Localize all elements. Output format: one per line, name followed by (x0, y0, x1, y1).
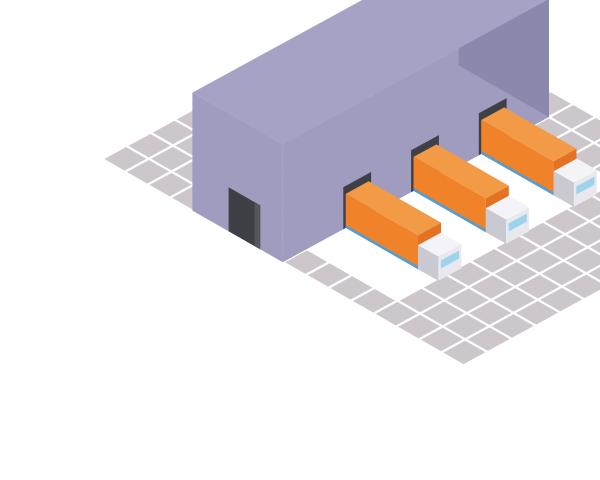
trailer-roof (481, 107, 577, 162)
truck-2 (411, 135, 530, 244)
trailer-stripe (413, 187, 486, 233)
cab-windshield (576, 176, 595, 195)
cab-roof (485, 195, 530, 220)
floor-tile (589, 188, 600, 202)
floor-tile (585, 264, 600, 283)
cab-roof (553, 158, 597, 183)
cab-windshield (440, 250, 459, 269)
trailer-roof (345, 181, 441, 236)
trailer-left-side (413, 156, 486, 233)
trailer-stripe (345, 224, 418, 270)
trailer-stripe (481, 151, 554, 196)
cab-left-side (418, 245, 439, 281)
trailer-left-side (345, 193, 418, 270)
truck-3 (478, 98, 597, 207)
warehouse-roof (192, 0, 548, 145)
trailer-roof (413, 144, 509, 199)
cab-left-side (485, 208, 507, 244)
truck-1 (343, 172, 462, 281)
trailer-left-side (481, 120, 554, 196)
floor-tile (588, 214, 600, 229)
cab-roof (418, 232, 462, 257)
floor-tile (586, 239, 600, 256)
side-doorway (228, 187, 261, 250)
cab-left-side (553, 171, 574, 207)
cab-windshield (508, 213, 527, 232)
doorway-jamb (254, 202, 261, 250)
truck-fleet (343, 98, 597, 281)
